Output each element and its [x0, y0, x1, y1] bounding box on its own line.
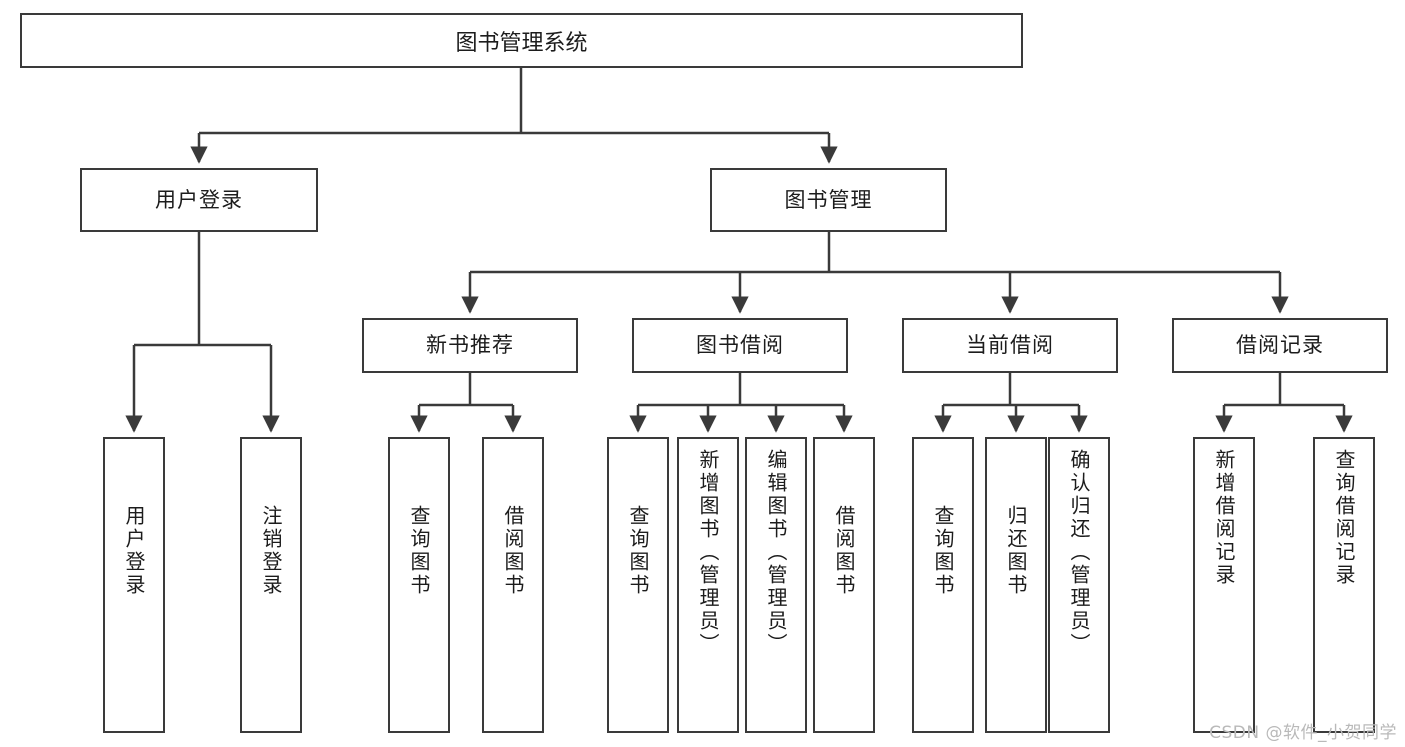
leaf-label: 查询图书 [626, 505, 650, 597]
leaf-logout[interactable]: 注销登录 [240, 437, 302, 733]
node-current-borrow[interactable]: 当前借阅 [902, 318, 1118, 373]
leaf-label: 借阅图书 [501, 505, 525, 597]
leaf-label: 归还图书 [1004, 505, 1028, 597]
node-borrow-record-label: 借阅记录 [1236, 333, 1324, 358]
node-new-book-recommend-label: 新书推荐 [426, 333, 514, 358]
leaf-query-book-current[interactable]: 查询图书 [912, 437, 974, 733]
leaf-borrow-book[interactable]: 借阅图书 [813, 437, 875, 733]
leaf-add-book-admin[interactable]: 新增图书（管理员） [677, 437, 739, 733]
node-book-borrow[interactable]: 图书借阅 [632, 318, 848, 373]
leaf-label: 借阅图书 [832, 505, 856, 597]
node-book-management-label: 图书管理 [784, 187, 873, 212]
leaf-label: 注销登录 [259, 505, 283, 597]
leaf-add-borrow-record[interactable]: 新增借阅记录 [1193, 437, 1255, 733]
node-user-login-label: 用户登录 [155, 187, 243, 212]
leaf-borrow-book-recommend[interactable]: 借阅图书 [482, 437, 544, 733]
node-borrow-record[interactable]: 借阅记录 [1172, 318, 1388, 373]
leaf-confirm-return-admin[interactable]: 确认归还（管理员） [1048, 437, 1110, 733]
leaf-user-login[interactable]: 用户登录 [103, 437, 165, 733]
leaf-label: 编辑图书（管理员） [764, 449, 788, 656]
leaf-label: 查询借阅记录 [1332, 449, 1356, 587]
leaf-edit-book-admin[interactable]: 编辑图书（管理员） [745, 437, 807, 733]
leaf-label: 确认归还（管理员） [1067, 449, 1091, 656]
node-root-label: 图书管理系统 [455, 30, 588, 56]
watermark: CSDN @软件_小贺同学 [1209, 723, 1397, 743]
node-book-management[interactable]: 图书管理 [710, 168, 947, 232]
leaf-query-book-recommend[interactable]: 查询图书 [388, 437, 450, 733]
leaf-label: 新增图书（管理员） [696, 449, 720, 656]
leaf-label: 用户登录 [122, 505, 146, 597]
node-new-book-recommend[interactable]: 新书推荐 [362, 318, 578, 373]
leaf-query-book[interactable]: 查询图书 [607, 437, 669, 733]
leaf-label: 新增借阅记录 [1212, 449, 1236, 587]
leaf-label: 查询图书 [931, 505, 955, 597]
leaf-return-book[interactable]: 归还图书 [985, 437, 1047, 733]
leaf-label: 查询图书 [407, 505, 431, 597]
node-book-borrow-label: 图书借阅 [696, 333, 784, 358]
node-current-borrow-label: 当前借阅 [966, 333, 1054, 358]
node-user-login[interactable]: 用户登录 [80, 168, 318, 232]
node-root[interactable]: 图书管理系统 [20, 13, 1023, 68]
leaf-query-borrow-record[interactable]: 查询借阅记录 [1313, 437, 1375, 733]
